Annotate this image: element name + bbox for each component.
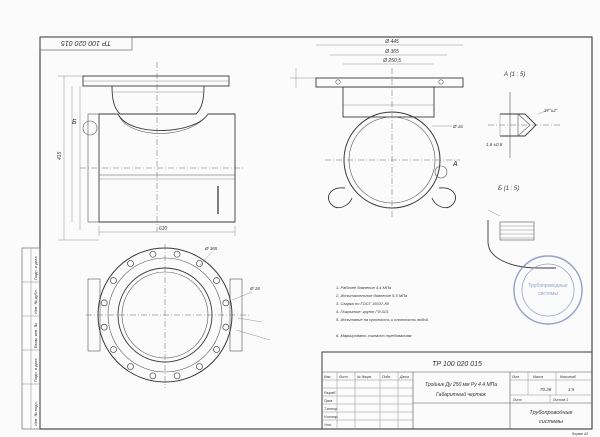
org-name-1: Трубопроводные	[529, 410, 572, 416]
col-doc: № докум.	[357, 375, 372, 379]
dim-side-d: Ø 16	[452, 124, 463, 129]
strip-label: Подп. и дата	[33, 256, 38, 280]
bolt-hole	[213, 277, 220, 284]
corner-code: ТР 100 020 015	[61, 39, 111, 46]
dim-top-inner: Ø 250,5	[382, 58, 401, 64]
dim-bolt-circle: Ø 365	[204, 246, 218, 251]
sheet-label: Лист	[512, 398, 522, 402]
col-izm: Изм.	[324, 375, 331, 379]
strip-label: Инв. № дубл.	[33, 289, 38, 314]
mass-value: 70.26	[540, 387, 552, 392]
seal-text-1: Трубопроводные	[528, 283, 568, 289]
bolt-hole	[173, 372, 181, 380]
drawing-subtitle: Габаритный чертеж	[436, 391, 486, 398]
bolt-hole	[196, 363, 203, 370]
strip-label: Взам. инв. №	[33, 323, 38, 348]
section-a: А (1 : 5) 37°±2° 1,6 ±0,8	[486, 72, 560, 158]
note-4: 4. Покрытие: грунт ГФ-021	[336, 309, 389, 314]
row-norm: Н.контр.	[324, 415, 338, 419]
notes: 1. Рабочее давление 4.4 МПа 2. Испытател…	[335, 285, 429, 338]
dim-top-mid: Ø 365	[384, 49, 399, 55]
col-sign: Подп.	[382, 375, 391, 379]
bolt-hole	[213, 346, 220, 353]
drawing-code: ТР 100 020 015	[432, 361, 482, 368]
strip-label: Инв. № подл.	[33, 401, 38, 426]
sheet-frame	[39, 36, 593, 430]
row-tech: Т.контр.	[324, 407, 338, 411]
col-list: Лист	[338, 375, 348, 379]
bolt-hole	[149, 372, 157, 380]
section-a-label: А (1 : 5)	[503, 72, 525, 78]
section-b: Б (1 : 5)	[487, 186, 556, 269]
bolt-hole	[127, 363, 134, 370]
hdr-scale: Масштаб	[560, 375, 576, 379]
seal-text-2: системы	[538, 291, 558, 297]
title-block: ТР 100 020 015 Изм. Лист № докум. Подп. …	[321, 351, 593, 430]
bolt-hole	[127, 260, 134, 267]
hdr-lit: Лит.	[511, 375, 520, 379]
bolt-hole	[222, 323, 230, 331]
col-date: Дата	[399, 375, 409, 379]
dim-top-width: Ø 445	[384, 39, 399, 45]
front-view: Б 415 610	[57, 62, 245, 241]
sheets-label: Листов 1	[552, 398, 568, 402]
dim-height: 415	[57, 151, 63, 160]
row-developer: Разраб.	[324, 391, 336, 395]
note-5: 5. Испытание на прочность и плотность во…	[336, 317, 429, 322]
note-3: 3. Сварка по ГОСТ 16037-80	[336, 301, 390, 306]
section-b-label: Б (1 : 5)	[498, 186, 519, 192]
note-2: 2. Испытательное давление 5.5 МПа	[335, 293, 408, 298]
scale-value: 1:5	[568, 387, 575, 392]
drawing-title: Тройник Ду 250 мм Ру 4.4 МПа	[425, 381, 497, 388]
callout-b: Б	[72, 119, 77, 126]
note-1: 1. Рабочее давление 4.4 МПа	[336, 285, 392, 290]
note-6: 6. Маркировать согласно требованиям	[336, 333, 412, 338]
hdr-mass: Масса	[533, 375, 543, 379]
bolt-hole	[196, 260, 203, 267]
row-checker: Пров.	[324, 399, 333, 403]
side-view: Ø 445 Ø 365 Ø 250,5 А Ø 16	[290, 39, 464, 218]
bolt-hole	[173, 250, 181, 258]
format-label: Формат А3	[572, 432, 588, 436]
bolt-hole	[110, 346, 117, 353]
bolt-hole	[222, 299, 230, 307]
left-strip: Подп. и дата Инв. № дубл. Взам. инв. № П…	[21, 247, 41, 430]
bolt-hole	[149, 250, 157, 258]
bolt-hole	[110, 277, 117, 284]
bolt-holes	[100, 250, 230, 380]
dim-chamfer: 37°±2°	[544, 108, 558, 113]
org-name-2: системы	[539, 419, 563, 425]
dim-side-flange: Ø 18	[249, 286, 260, 291]
dim-length: 610	[159, 226, 168, 232]
strip-label: Подп. и дата	[33, 358, 38, 382]
dim-weld: 1,6 ±0,8	[486, 142, 503, 147]
corner-code-box: ТР 100 020 015	[39, 36, 133, 51]
row-approve: Утв.	[324, 423, 332, 427]
plan-view: Ø 365 Ø 18	[86, 244, 271, 388]
bolt-hole	[100, 299, 108, 307]
company-seal: Трубопроводные системы	[513, 255, 583, 325]
callout-a: А	[452, 161, 458, 168]
bolt-hole	[100, 323, 108, 331]
